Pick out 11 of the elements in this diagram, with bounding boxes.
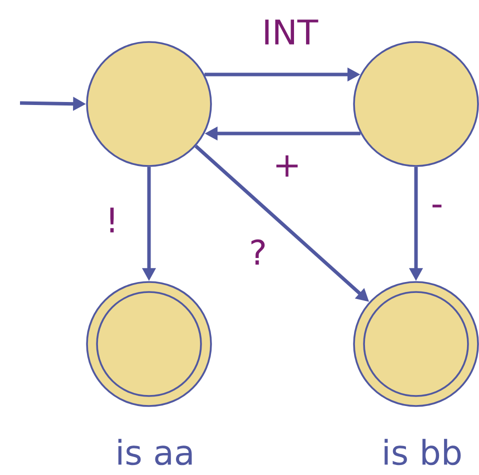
state-circle xyxy=(353,41,479,167)
edge-label: ? xyxy=(251,239,265,265)
accepting-state-circle xyxy=(353,281,479,407)
edge-label: + xyxy=(276,155,298,177)
edge-label: INT xyxy=(265,20,318,44)
edge-label: - xyxy=(432,204,442,208)
accepting-state-circle xyxy=(86,281,212,407)
state-circle xyxy=(86,41,212,167)
edge-label: ! xyxy=(110,208,114,232)
state-label: is bb xyxy=(384,438,461,466)
state-label: is aa xyxy=(118,438,192,466)
